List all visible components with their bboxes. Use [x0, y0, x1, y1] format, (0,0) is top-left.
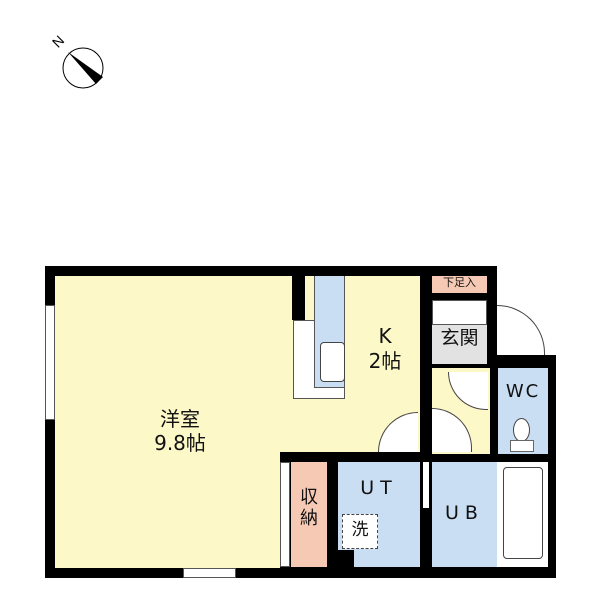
north-label: N [50, 32, 67, 50]
ut-ub-door[interactable] [423, 462, 429, 508]
kitchen-wall [292, 276, 305, 320]
kitchen-size: 2帖 [368, 349, 402, 373]
utility-label: UT [360, 477, 398, 499]
kitchen-entry-wall [420, 276, 430, 462]
toilet-label: WC [505, 381, 541, 402]
bathroom [432, 462, 497, 567]
bathroom-label: UB [445, 502, 484, 524]
western-room-name: 洋室 [160, 407, 200, 431]
storage-doors[interactable] [280, 462, 290, 567]
utility-corner-wall [338, 550, 354, 567]
front-door[interactable] [497, 305, 545, 355]
compass: N [49, 32, 110, 92]
western-room-size: 9.8帖 [154, 431, 206, 455]
toilet-icon [513, 418, 530, 442]
shoe-storage [432, 276, 487, 293]
toilet-tank [510, 440, 534, 452]
bathtub-icon [503, 467, 543, 559]
kitchen-name: K [378, 324, 392, 348]
washer-space [342, 514, 378, 549]
window-west [45, 305, 55, 420]
north-arrow-icon: N [49, 32, 104, 89]
kitchen-sink-icon [320, 342, 345, 382]
storage-label: 収 納 [300, 487, 318, 529]
shoe-storage-label: 下足入 [443, 276, 476, 289]
storage [291, 462, 327, 567]
washer-label: 洗 [351, 520, 369, 540]
entrance-label: 玄関 [440, 327, 479, 349]
window-south [183, 568, 236, 578]
shoe-cabinet-doors [432, 300, 487, 325]
